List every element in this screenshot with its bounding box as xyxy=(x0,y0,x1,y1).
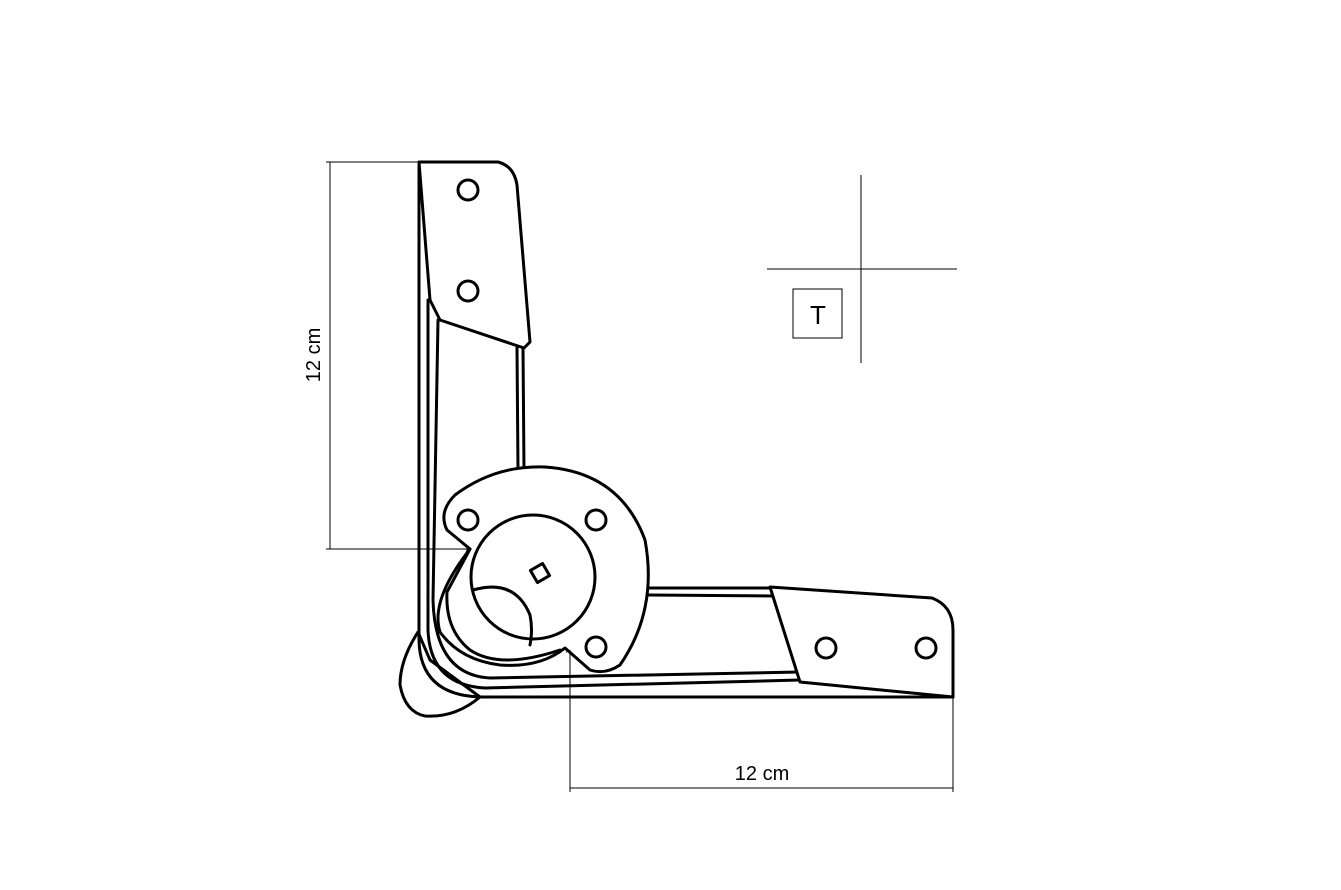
dimension-horizontal-label: 12 cm xyxy=(735,763,789,785)
bolt-hole xyxy=(584,635,608,659)
bolt-hole xyxy=(456,279,480,303)
bolt-hole xyxy=(456,178,480,202)
bolt-hole xyxy=(584,508,608,532)
bolt-hole xyxy=(456,508,480,532)
square-shaft xyxy=(528,561,552,585)
symbol-label: T xyxy=(810,300,826,330)
frame-outer xyxy=(417,163,955,699)
dimension-vertical-label: 12 cm xyxy=(303,328,325,382)
frame-inner-2 xyxy=(431,318,802,680)
arm-vertical-right-2 xyxy=(521,346,526,472)
pivot-marker: * xyxy=(565,646,570,660)
arm-horizontal-top-2 xyxy=(646,593,777,598)
frame-inner-1 xyxy=(426,298,802,690)
bolt-hole xyxy=(814,636,838,660)
hub-cutout xyxy=(471,585,533,647)
pivot-marker: * xyxy=(465,545,470,559)
right-mounting-plate xyxy=(768,585,955,699)
top-mounting-plate xyxy=(417,160,532,350)
arm-vertical-right-1 xyxy=(515,346,520,472)
hub-inner-ring xyxy=(445,547,562,662)
bolt-hole xyxy=(914,636,938,660)
symbol-box xyxy=(792,288,843,339)
